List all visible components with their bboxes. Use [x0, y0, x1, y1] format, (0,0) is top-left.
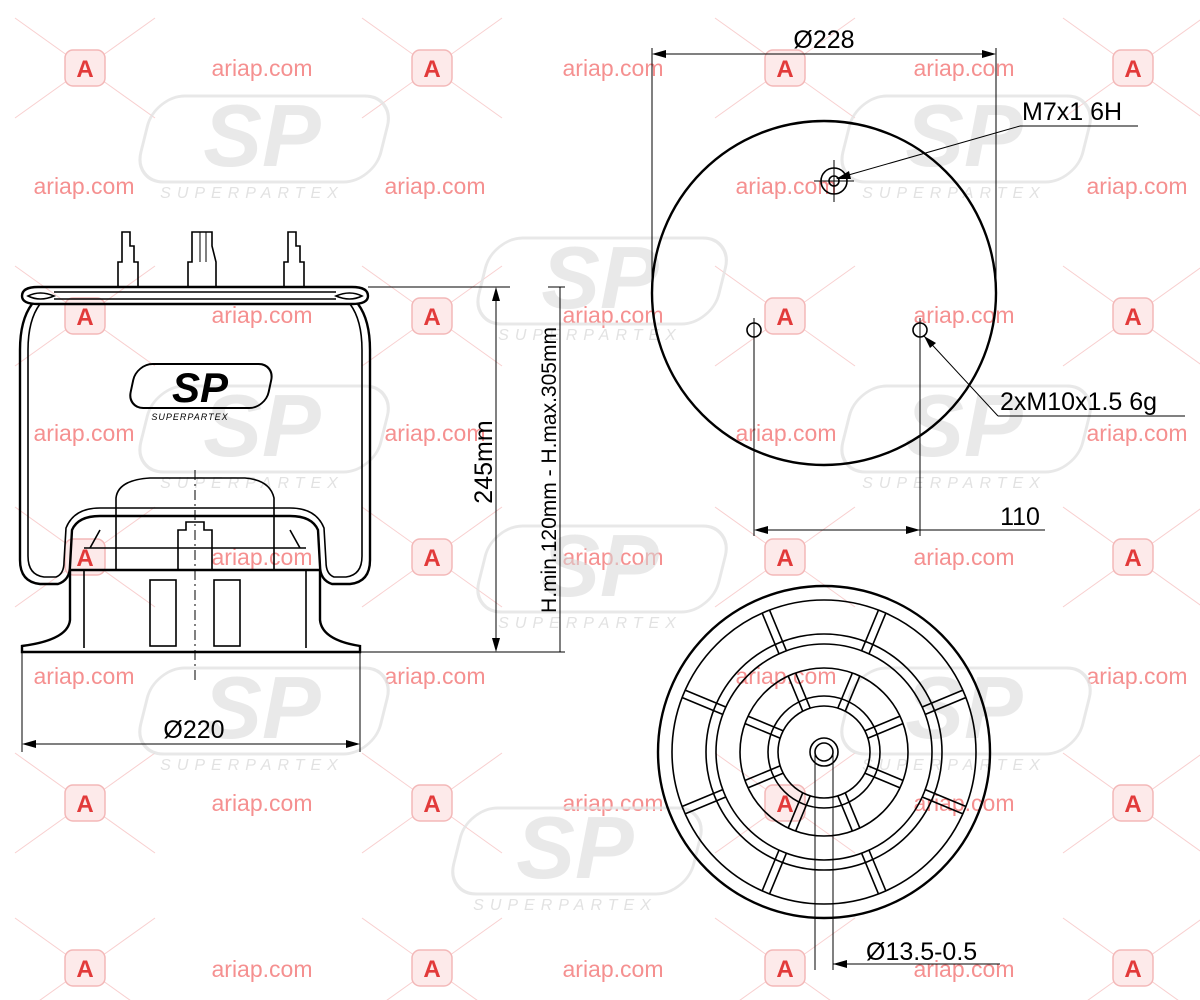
piston-rib [684, 689, 727, 708]
stud-thread-label: 2xM10x1.5 6g [1000, 388, 1157, 416]
piston-rib [864, 772, 901, 789]
piston-rib [921, 796, 964, 815]
piston-rib [761, 849, 780, 892]
piston-rib [787, 675, 804, 712]
piston-rib [844, 792, 861, 829]
product-logo-mark: SP [172, 364, 229, 411]
rubber-bellow [18, 303, 372, 586]
piston-rib [787, 792, 804, 829]
piston-rib [837, 672, 854, 709]
piston-rib [794, 672, 811, 709]
piston-rib [867, 722, 904, 739]
piston-outer-rim [656, 584, 992, 920]
stud-spacing-label: 110 [1000, 503, 1040, 531]
piston-rib [921, 689, 964, 708]
top-view: Ø228 M7x1 6H 2xM10x1.5 6g 110 [650, 26, 1185, 536]
piston [20, 568, 362, 654]
piston-rib [868, 612, 887, 655]
center-stud [187, 231, 217, 287]
piston-rib [768, 609, 788, 651]
piston-rib [925, 788, 967, 808]
piston-rib [744, 765, 781, 782]
nominal-height-label: 245mm [470, 420, 498, 503]
top-diameter-label: Ø228 [793, 26, 854, 54]
bead-plate [20, 285, 370, 306]
piston-rib [864, 715, 901, 732]
piston-rib [860, 609, 880, 651]
height-range-label: H.min.120mm - H.max.305mm [538, 327, 561, 613]
bump-stop [115, 477, 275, 570]
piston-rib [681, 788, 723, 808]
piston-rib [860, 853, 880, 895]
piston-rib [867, 765, 904, 782]
piston-rib [844, 675, 861, 712]
piston-rib [681, 696, 723, 716]
piston-rib [794, 795, 811, 832]
left-stud [117, 231, 139, 287]
center-thread-label: M7x1 6H [1022, 98, 1122, 126]
piston-rib [868, 849, 887, 892]
piston-rib [747, 715, 784, 732]
side-view: Ø220 245mm H.min.120mm - H.max.305mm SP … [18, 231, 565, 752]
piston-rib [744, 722, 781, 739]
product-logo: SP SUPERPARTEX [129, 363, 273, 422]
product-logo-name: SUPERPARTEX [151, 412, 228, 422]
piston-rib [925, 696, 967, 716]
piston-rib [768, 853, 788, 895]
piston-rib [761, 612, 780, 655]
right-stud [283, 231, 305, 287]
bottom-view: Ø13.5-0.5 [656, 584, 1000, 970]
piston-rib [747, 772, 784, 789]
bottom-hole-label: Ø13.5-0.5 [866, 938, 977, 966]
piston-rib [684, 796, 727, 815]
bottom-center-hole [809, 737, 839, 767]
piston-rib [837, 795, 854, 832]
piston-diameter-label: Ø220 [163, 716, 224, 744]
